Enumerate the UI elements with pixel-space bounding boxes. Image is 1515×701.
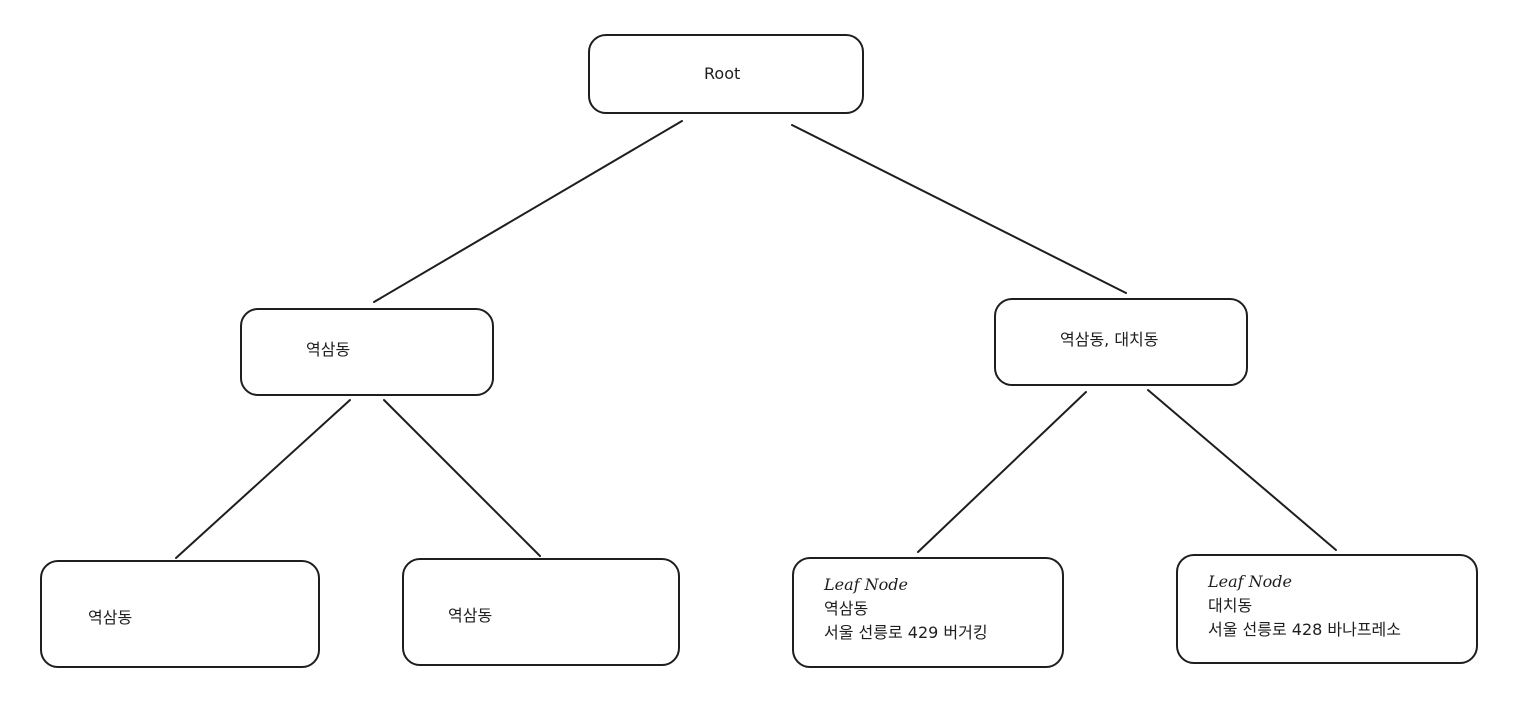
leaf-node-3[interactable]: Leaf Node 역삼동 서울 선릉로 429 버거킹 [792, 557, 1064, 668]
root-node-label: Root [704, 64, 741, 83]
edge-root-right-mid [791, 124, 1127, 294]
root-node[interactable]: Root [588, 34, 864, 114]
leaf-node-4-line-1: 대치동 [1208, 596, 1253, 615]
edge-left-mid-leaf-2 [383, 399, 541, 557]
leaf-node-3-title: Leaf Node [824, 575, 908, 594]
leaf-node-2-label: 역삼동 [448, 606, 493, 625]
edge-right-mid-leaf-4 [1147, 389, 1337, 551]
leaf-node-4-line-2: 서울 선릉로 428 바나프레소 [1208, 620, 1401, 639]
leaf-node-3-line-2: 서울 선릉로 429 버거킹 [824, 623, 988, 642]
edge-root-left-mid [373, 120, 683, 303]
left-mid-node[interactable]: 역삼동 [240, 308, 494, 396]
right-mid-node-label: 역삼동, 대치동 [1060, 330, 1159, 349]
leaf-node-2[interactable]: 역삼동 [402, 558, 680, 666]
edge-right-mid-leaf-3 [917, 391, 1087, 553]
leaf-node-4-title: Leaf Node [1208, 572, 1292, 591]
leaf-node-1-label: 역삼동 [88, 608, 133, 627]
leaf-node-3-line-1: 역삼동 [824, 599, 869, 618]
edge-left-mid-leaf-1 [175, 399, 351, 559]
leaf-node-1[interactable]: 역삼동 [40, 560, 320, 668]
leaf-node-4[interactable]: Leaf Node 대치동 서울 선릉로 428 바나프레소 [1176, 554, 1478, 664]
right-mid-node[interactable]: 역삼동, 대치동 [994, 298, 1248, 386]
leaf-node-3-body: Leaf Node 역삼동 서울 선릉로 429 버거킹 [824, 573, 988, 645]
left-mid-node-label: 역삼동 [306, 340, 351, 359]
leaf-node-4-body: Leaf Node 대치동 서울 선릉로 428 바나프레소 [1208, 570, 1401, 642]
